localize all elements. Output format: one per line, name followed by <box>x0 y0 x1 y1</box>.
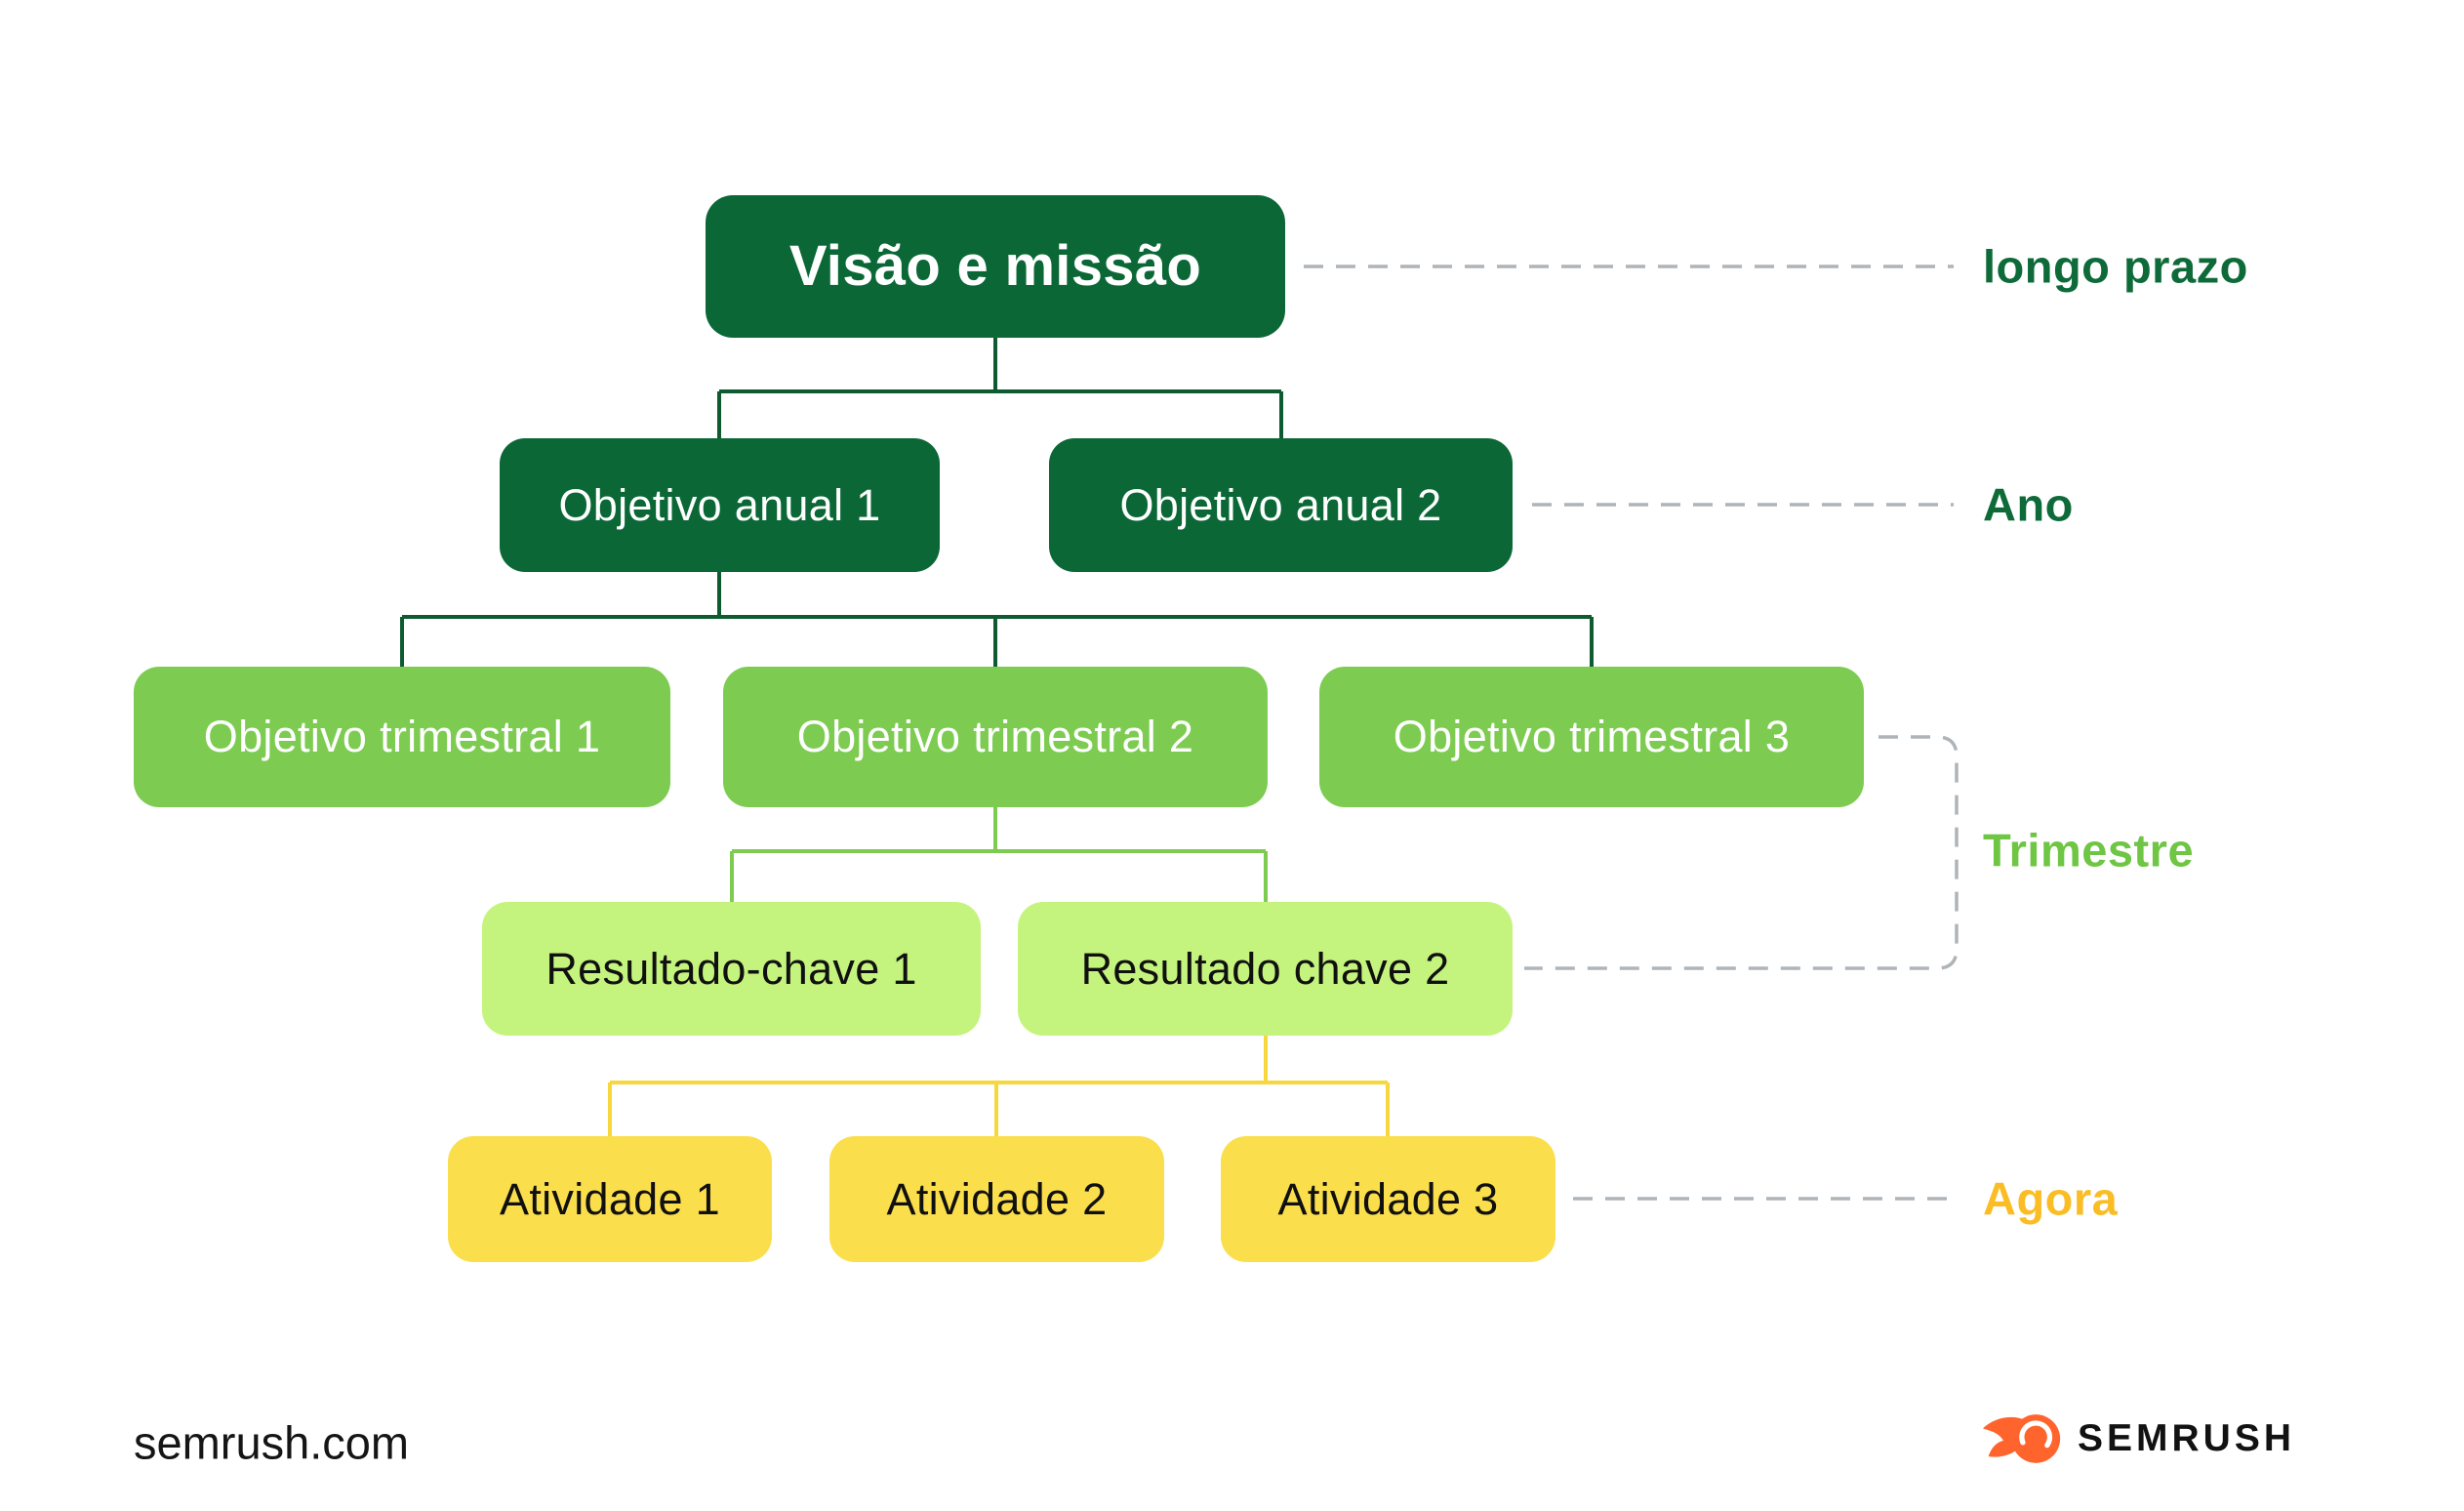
connector-quarter2-to-keys <box>730 807 1268 903</box>
node-vision-mission: Visão e missão <box>706 195 1285 338</box>
node-annual-objective-1: Objetivo anual 1 <box>500 438 940 572</box>
timeline-label-quarter: Trimestre <box>1983 824 2195 877</box>
node-activity-2: Atividade 2 <box>829 1136 1164 1262</box>
connector-key2-to-activities <box>608 1036 1390 1137</box>
connector-annual1-to-quarters <box>400 572 1594 668</box>
node-activity-3: Atividade 3 <box>1221 1136 1555 1262</box>
node-activity-1: Atividade 1 <box>448 1136 772 1262</box>
semrush-logo: SEMRUSH <box>1981 1410 2295 1467</box>
timeline-label-now: Agora <box>1983 1172 2119 1225</box>
node-quarterly-objective-3: Objetivo trimestral 3 <box>1319 667 1864 807</box>
dashed-bracket-quarter <box>1524 735 1959 970</box>
timeline-label-year: Ano <box>1983 478 2074 531</box>
semrush-flame-icon <box>1982 1414 2061 1463</box>
semrush-wordmark: SEMRUSH <box>2078 1417 2296 1459</box>
website-credit: semrush.com <box>134 1416 410 1469</box>
node-key-result-1: Resultado-chave 1 <box>482 902 981 1036</box>
node-annual-objective-2: Objetivo anual 2 <box>1049 438 1513 572</box>
node-quarterly-objective-1: Objetivo trimestral 1 <box>134 667 670 807</box>
timeline-label-long-term: longo prazo <box>1983 240 2248 293</box>
node-key-result-2: Resultado chave 2 <box>1018 902 1513 1036</box>
connector-vision-to-annual <box>717 338 1283 439</box>
node-quarterly-objective-2: Objetivo trimestral 2 <box>723 667 1268 807</box>
